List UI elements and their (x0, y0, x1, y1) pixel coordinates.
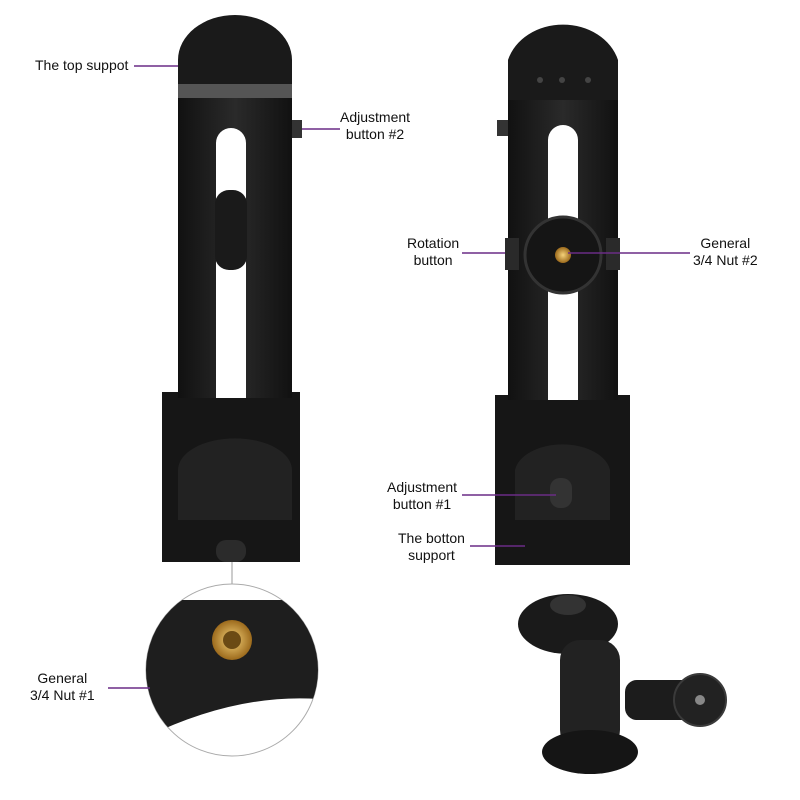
holder-back-view (495, 24, 630, 565)
label-line: button #2 (345, 126, 405, 142)
adjustment-button-2 (292, 120, 302, 138)
label-line: support (408, 547, 455, 563)
leader-lines (108, 65, 690, 689)
label-line: Rotation (407, 235, 460, 251)
label-line: General (700, 235, 751, 251)
label-nut-1: General 3/4 Nut #1 (30, 670, 95, 704)
holder-front-view (162, 15, 302, 562)
label-line: 3/4 Nut #2 (693, 252, 758, 268)
label-line: button (413, 252, 453, 268)
label-line: Adjustment (340, 109, 411, 125)
nut-1-inset (145, 562, 319, 757)
label-rotation-button: Rotation button (407, 235, 459, 269)
ball-head-mount (518, 594, 727, 774)
top-support (178, 15, 292, 90)
label-line: General (37, 670, 88, 686)
label-line: 3/4 Nut #1 (30, 687, 95, 703)
label-adjustment-button-1: Adjustment button #1 (387, 479, 457, 513)
label-line: Adjustment (387, 479, 458, 495)
label-adjustment-button-2: Adjustment button #2 (340, 109, 410, 143)
label-nut-2: General 3/4 Nut #2 (693, 235, 758, 269)
label-top-support: The top suppot (35, 57, 129, 73)
label-line: The botton (398, 530, 465, 546)
label-bottom-support: The botton support (398, 530, 465, 564)
label-line: button #1 (392, 496, 452, 512)
adjustment-button-1 (550, 478, 572, 508)
nut-2 (555, 247, 571, 263)
